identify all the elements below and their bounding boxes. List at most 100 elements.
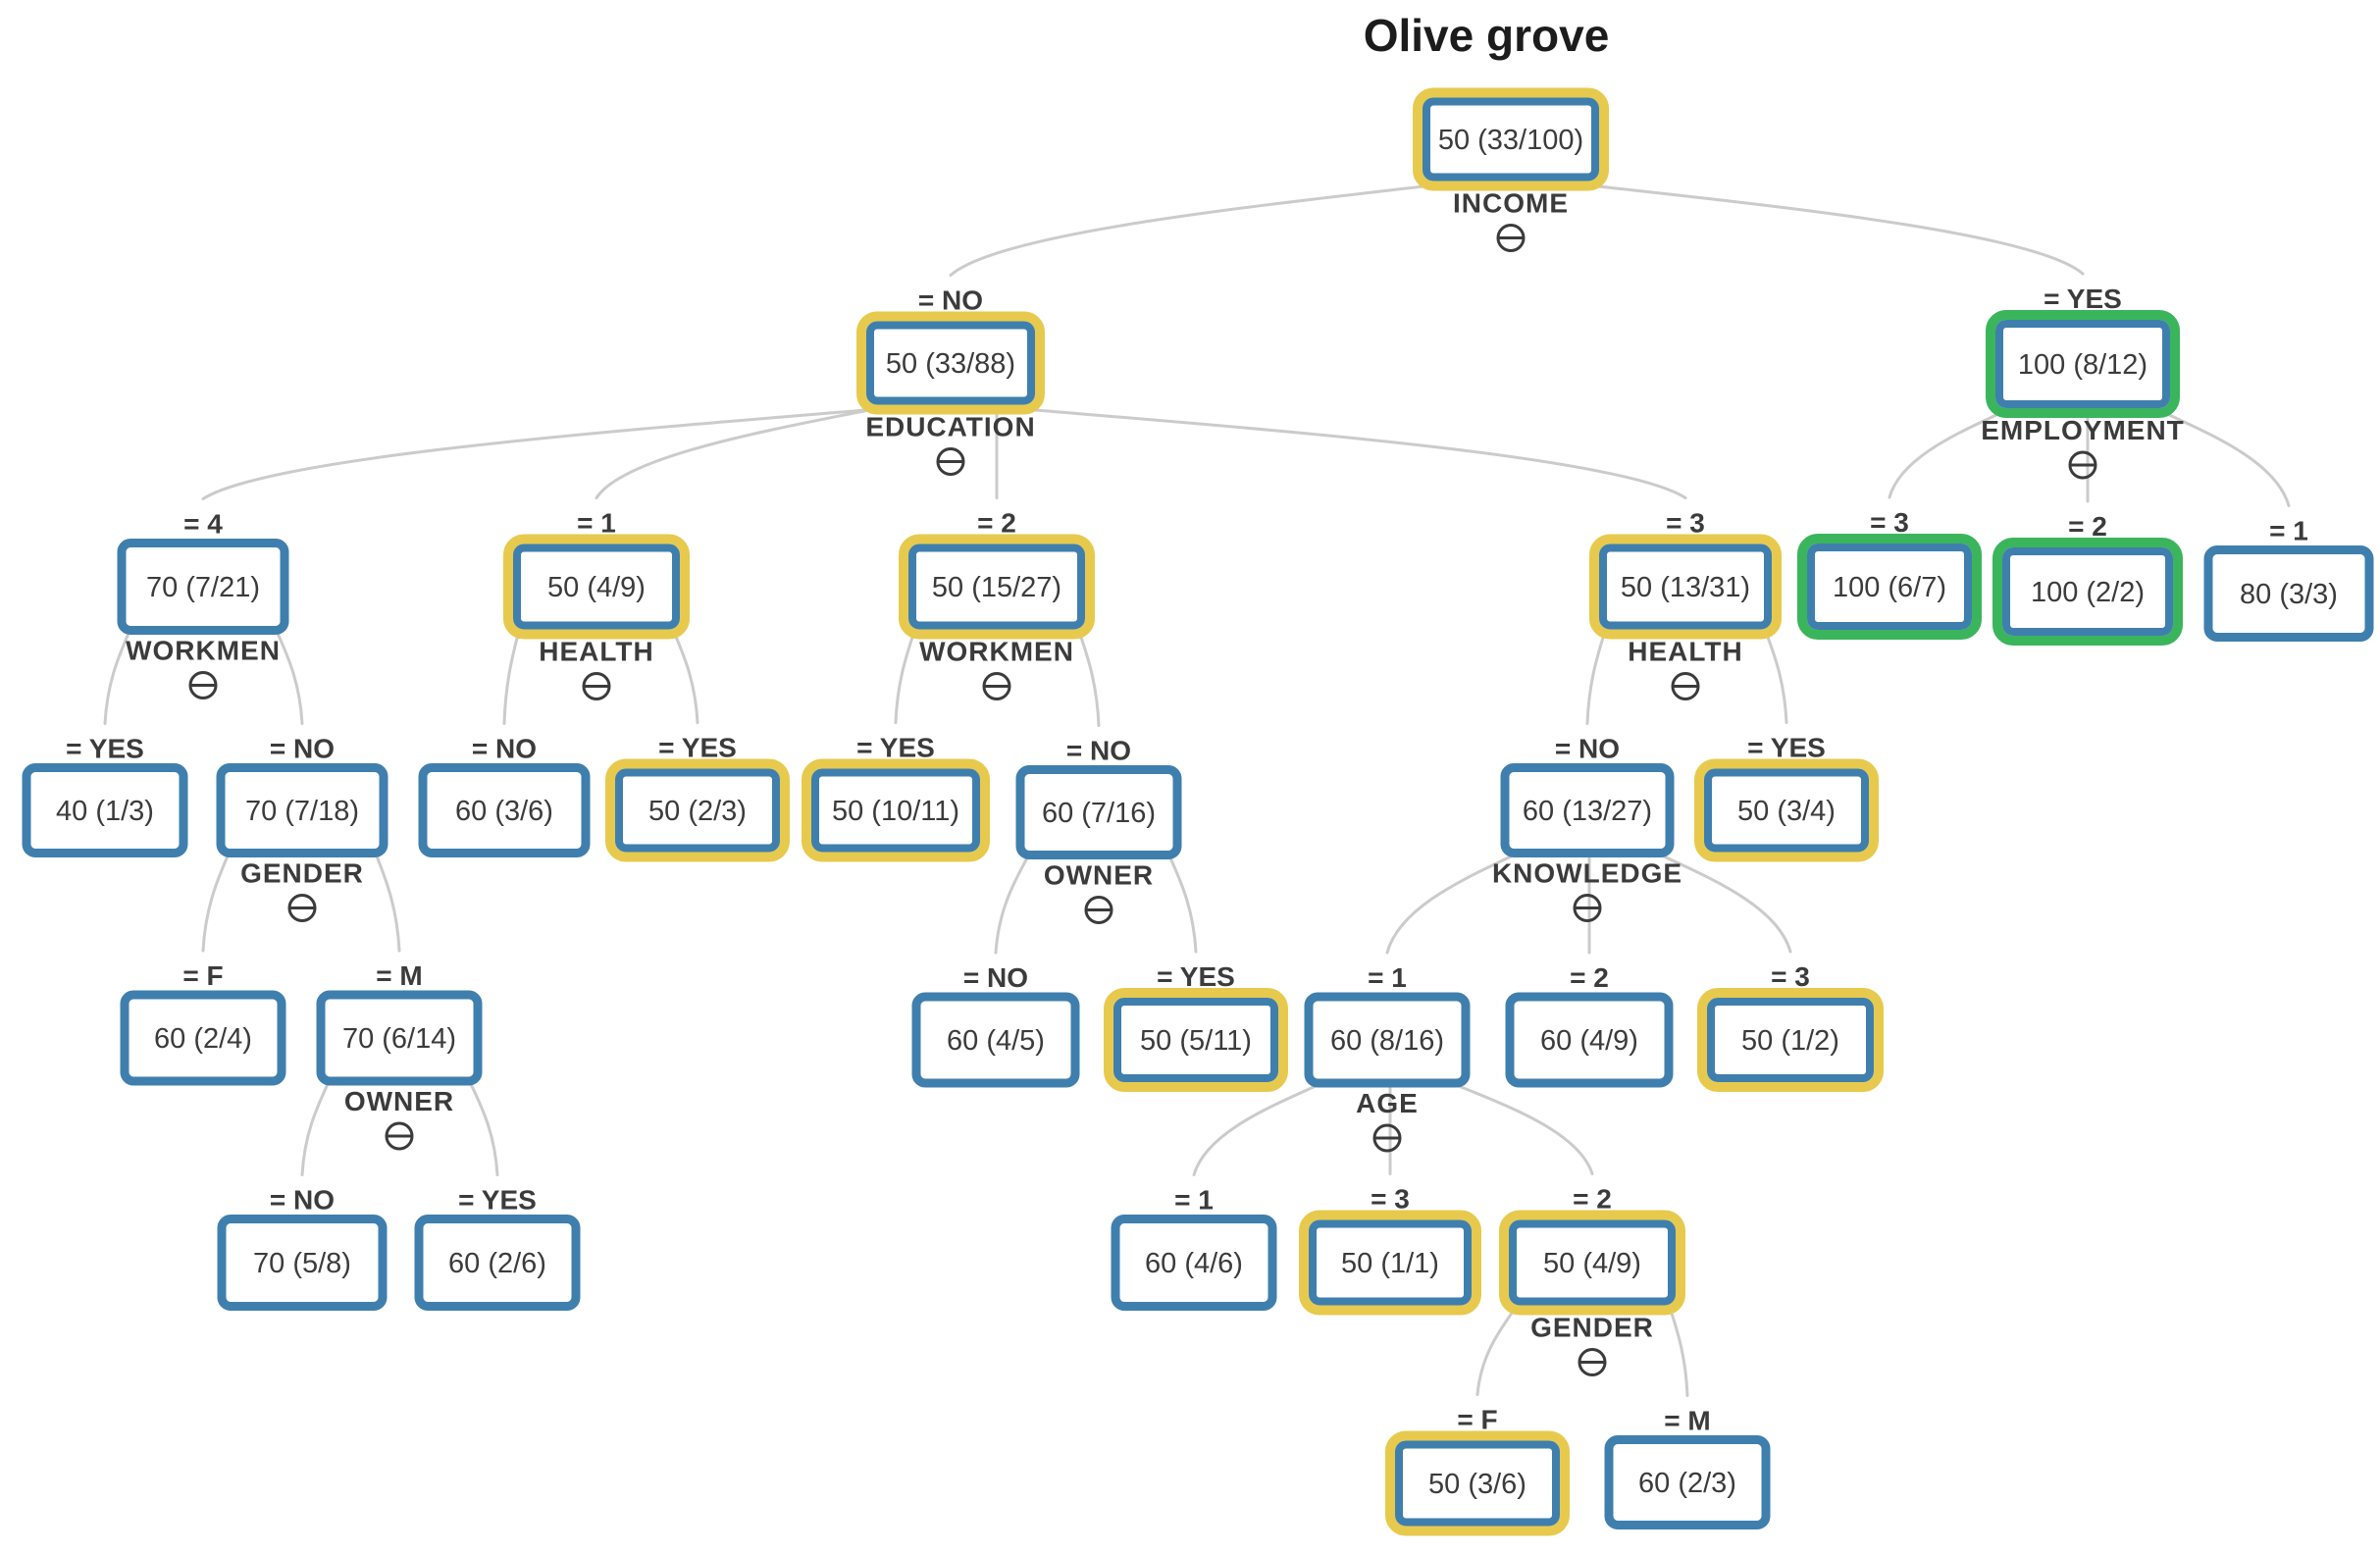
edge-label: = 1 <box>1368 962 1407 993</box>
node-knowledge-1: 60 (8/16) <box>1304 992 1471 1088</box>
node-value: 60 (2/6) <box>448 1248 546 1279</box>
node-gender-f: 60 (2/4) <box>120 990 286 1086</box>
node-value: 50 (13/31) <box>1621 572 1750 603</box>
node-box <box>1604 1435 1771 1529</box>
node-value: 60 (7/16) <box>1042 798 1156 829</box>
tree-edge <box>1385 855 1514 955</box>
split-attribute-label: OWNER <box>1044 860 1154 891</box>
tree-edge <box>469 1082 499 1176</box>
node-value: 60 (2/3) <box>1638 1468 1736 1499</box>
node-value: 70 (5/8) <box>253 1248 351 1279</box>
tree-edge <box>1585 633 1606 725</box>
node-value: 50 (2/3) <box>648 796 747 827</box>
collapse-minus-icon[interactable] <box>582 672 611 700</box>
node-box <box>866 321 1035 405</box>
node-box <box>1423 97 1599 181</box>
node-box <box>414 1215 581 1311</box>
node-box <box>1395 1440 1560 1527</box>
node-health3-no: 60 (13/27) <box>1500 763 1675 857</box>
tree-edge <box>375 855 401 953</box>
node-box <box>117 539 289 635</box>
node-box <box>1995 320 2170 408</box>
edge-label: = NO <box>1555 734 1620 764</box>
tree-edge <box>894 633 915 724</box>
node-edu-3: 50 (13/31) <box>1589 534 1782 640</box>
node-edu-1: 50 (4/9) <box>503 534 690 640</box>
nodes-layer: 50 (33/100)50 (33/88)70 (7/21)40 (1/3)70… <box>22 87 2374 1536</box>
node-age-3: 50 (1/1) <box>1299 1210 1481 1316</box>
collapse-minus-icon[interactable] <box>1573 894 1602 922</box>
collapse-minus-icon[interactable] <box>287 894 317 922</box>
split-attribute-label: EMPLOYMENT <box>1981 415 2185 445</box>
node-box <box>1509 1219 1676 1306</box>
split-attribute-label: HEALTH <box>539 637 653 667</box>
node-workmen2-yes: 50 (10/11) <box>802 758 990 862</box>
edge-label: = YES <box>658 733 737 763</box>
node-box <box>120 990 286 1086</box>
node-value: 50 (4/9) <box>547 572 646 603</box>
node-value: 100 (2/2) <box>2031 577 2145 608</box>
node-knowledge-2: 60 (4/9) <box>1505 992 1674 1088</box>
node-box <box>1599 544 1772 630</box>
node-value: 60 (4/6) <box>1145 1248 1243 1279</box>
node-income-yes: 100 (8/12) <box>1986 310 2180 418</box>
tree-edge <box>1192 1084 1318 1176</box>
split-attribute-label: WORKMEN <box>919 637 1074 667</box>
node-age-2: 50 (4/9) <box>1499 1210 1685 1316</box>
node-workmen2-no: 60 (7/16) <box>1015 765 1182 859</box>
edge-label: = 2 <box>977 508 1016 539</box>
chart-title: Olive grove <box>1364 10 1610 61</box>
split-attribute-label: KNOWLEDGE <box>1492 858 1682 889</box>
node-edu-2: 50 (15/27) <box>899 534 1095 640</box>
collapse-minus-icon[interactable] <box>2068 450 2097 480</box>
split-attribute-label: INCOME <box>1453 188 1569 219</box>
node-box <box>1304 992 1471 1088</box>
node-owner2-no: 60 (4/5) <box>911 992 1080 1088</box>
collapse-minus-icon[interactable] <box>385 1121 414 1151</box>
collapse-minus-icon[interactable] <box>1084 896 1113 924</box>
node-gender-m: 70 (6/14) <box>316 990 483 1086</box>
collapse-minus-icon[interactable] <box>188 671 218 699</box>
node-value: 50 (1/2) <box>1741 1025 1839 1057</box>
tree-edge <box>1888 411 2002 499</box>
edge-label: = NO <box>270 734 335 764</box>
node-owner-m-no: 70 (5/8) <box>217 1215 388 1311</box>
node-box <box>1309 1219 1472 1306</box>
edge-label: = YES <box>2044 284 2122 314</box>
tree-edge <box>2163 411 2291 507</box>
node-workmen4-yes: 40 (1/3) <box>22 763 188 857</box>
node-box <box>1111 1215 1277 1311</box>
collapse-minus-icon[interactable] <box>1578 1348 1607 1376</box>
split-attribute-label: GENDER <box>240 858 364 889</box>
node-age-1: 60 (4/6) <box>1111 1215 1277 1311</box>
node-health1-no: 60 (3/6) <box>418 763 591 857</box>
edge-label: = 3 <box>1870 507 1909 538</box>
edge-label: = 1 <box>2269 516 2308 546</box>
node-value: 40 (1/3) <box>56 796 154 827</box>
tree-edge <box>1661 855 1792 954</box>
tree-edge <box>949 184 1429 277</box>
tree-edge <box>1765 633 1788 724</box>
tree-edge <box>103 632 130 725</box>
edge-label: = 3 <box>1666 508 1705 539</box>
tree-edge <box>994 856 1029 955</box>
node-value: 60 (4/9) <box>1540 1025 1638 1057</box>
collapse-minus-icon[interactable] <box>1372 1123 1402 1153</box>
edge-label: = 2 <box>2068 511 2107 542</box>
node-value: 50 (33/88) <box>886 348 1015 380</box>
edge-label: = NO <box>472 734 537 764</box>
edge-label: = F <box>1457 1405 1497 1435</box>
collapse-minus-icon[interactable] <box>982 672 1011 700</box>
edge-label: = 2 <box>1573 1184 1612 1215</box>
node-value: 50 (4/9) <box>1543 1248 1641 1279</box>
tree-edge <box>300 1082 330 1176</box>
collapse-minus-icon[interactable] <box>936 447 965 476</box>
collapse-minus-icon[interactable] <box>1671 672 1700 700</box>
node-edu-4: 70 (7/21) <box>117 539 289 635</box>
split-attribute-label: HEALTH <box>1628 637 1742 667</box>
node-box <box>217 1215 388 1311</box>
collapse-minus-icon[interactable] <box>1496 224 1526 252</box>
edge-label: = 3 <box>1771 961 1810 992</box>
node-box <box>1807 544 1972 630</box>
